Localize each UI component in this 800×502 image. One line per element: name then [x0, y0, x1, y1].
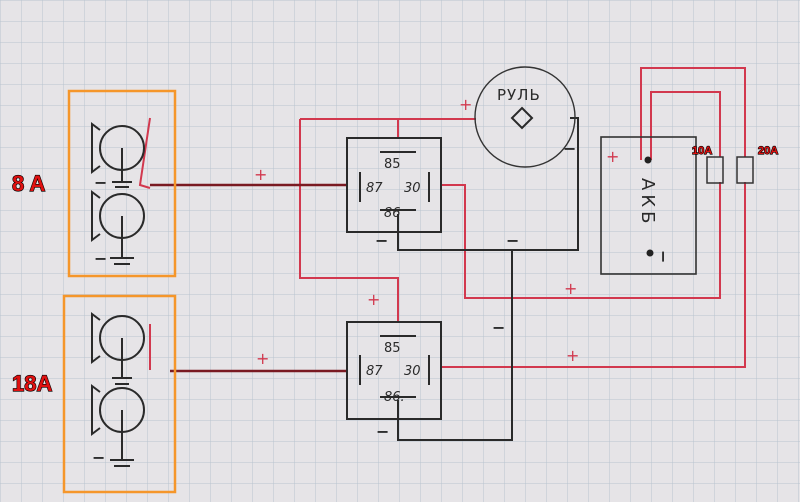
horn-group-current-2: 18A	[12, 371, 52, 396]
plus-sign: +	[564, 279, 577, 298]
minus-sign: −	[94, 249, 107, 268]
battery-minus: −	[654, 250, 673, 263]
relay-pin-86: 86	[384, 206, 401, 221]
plus-sign: +	[256, 349, 269, 368]
steering-wheel-button: РУЛЬ	[474, 66, 576, 168]
battery-label: АКБ	[637, 178, 658, 227]
steering-wheel-label: РУЛЬ	[497, 86, 541, 104]
relay-pin-30: 30	[404, 181, 421, 196]
plus-sign: +	[566, 346, 579, 365]
relay-pin-86: 86.	[384, 390, 405, 405]
minus-sign: −	[376, 422, 389, 441]
minus-sign: −	[94, 173, 107, 192]
plus-sign: +	[254, 165, 267, 184]
fuse-10a	[706, 156, 724, 184]
relay-2: 85 87 30 86.	[346, 321, 442, 420]
plus-sign: +	[459, 95, 472, 114]
minus-sign: −	[506, 231, 519, 250]
minus-sign: −	[492, 318, 505, 337]
positive-wires	[299, 67, 746, 368]
fuse-label-10a: 10A	[692, 145, 712, 157]
horn-button-icon	[510, 106, 534, 130]
horn-icon	[91, 312, 145, 385]
fuse-label-20a: 20A	[758, 145, 778, 157]
relay-pin-85: 85	[384, 341, 401, 356]
horn-icon	[91, 122, 145, 188]
horn-group-current-1: 8 A	[12, 171, 46, 196]
minus-sign: −	[92, 448, 105, 467]
plus-sign: +	[367, 290, 380, 309]
polarity-signs: + + + + + + − − − − − − − −	[92, 95, 579, 467]
relay-pin-87: 87	[366, 364, 383, 379]
battery: + АКБ −	[600, 136, 697, 275]
relay-pin-87: 87	[366, 181, 383, 196]
horn-group-box-2	[62, 294, 177, 494]
horn-group-box-1	[67, 89, 177, 278]
relay-pin-30: 30	[404, 364, 421, 379]
fuse-20a	[736, 156, 754, 184]
minus-sign: −	[375, 231, 388, 250]
relay-1: 85 87 30 86	[346, 137, 442, 233]
relay-pin-85: 85	[384, 157, 401, 172]
minus-sign: −	[563, 139, 576, 158]
horn-icon	[91, 384, 145, 467]
battery-plus: +	[606, 147, 619, 166]
horn-icon	[91, 190, 145, 265]
horn-icons	[91, 122, 145, 467]
horn-wires	[138, 117, 347, 373]
